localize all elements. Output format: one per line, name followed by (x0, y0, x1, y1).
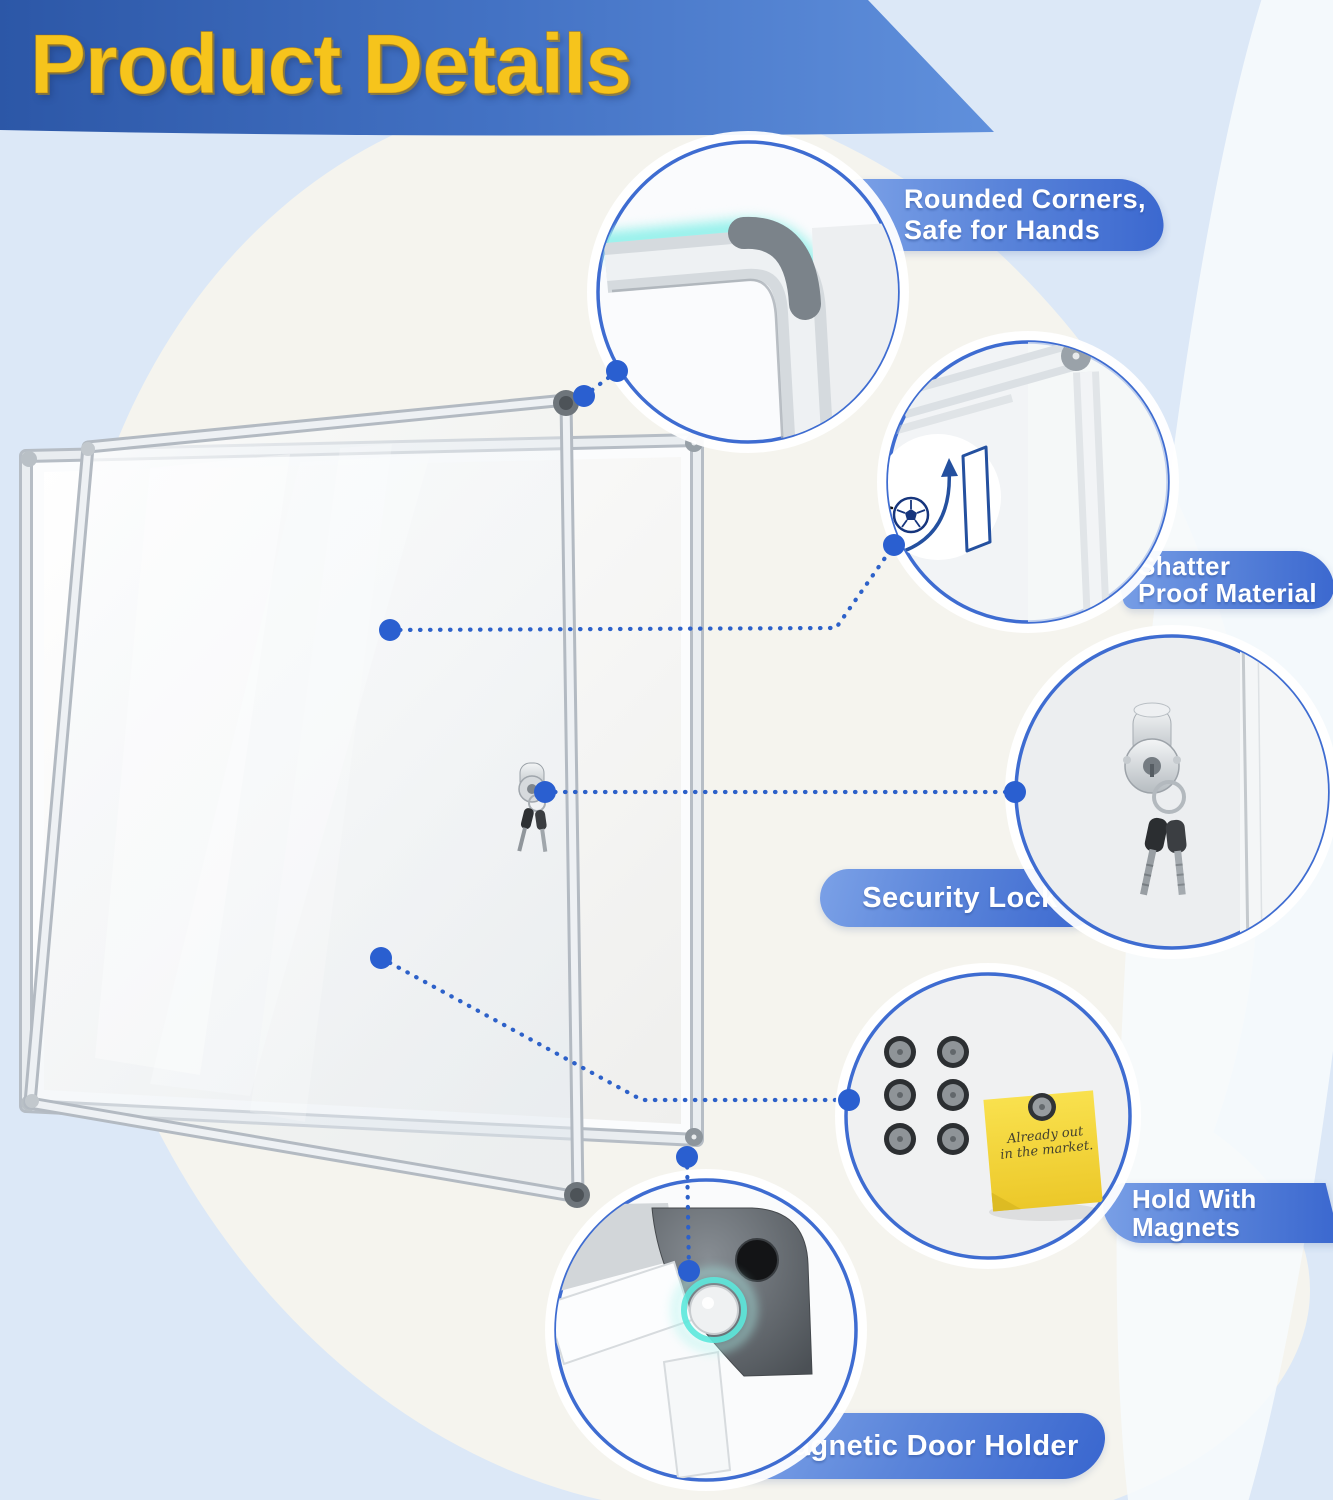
header-banner (0, 0, 994, 136)
corner-screw (691, 440, 697, 446)
callout-label-line: Safe for Hands (904, 215, 1101, 245)
callout-label-magnetic-door-holder: Magnetic Door Holder (744, 1413, 1104, 1479)
callout-label-line: Rounded Corners, (904, 184, 1146, 214)
corner-cap-inner (570, 1188, 584, 1202)
connector-line-hold-with-magnets (378, 955, 851, 1103)
hinge-cap-icon (81, 442, 95, 456)
key-icon (517, 808, 534, 852)
hinge-cap-icon (25, 1094, 39, 1108)
lock-keyhole (527, 784, 537, 794)
callout-label-line: Hold With (1132, 1184, 1257, 1214)
callout-label-shatter-proof: Shatter Proof Material (1118, 551, 1333, 609)
callout-label-rounded-corners: Rounded Corners, Safe for Hands (858, 179, 1162, 251)
callout-label-hold-with-magnets: Hold With Magnets (1104, 1183, 1333, 1243)
page-title: Product Details (29, 17, 632, 112)
corner-cap-inner (559, 396, 573, 410)
glass-sheen (250, 444, 392, 1122)
board-glass-door (23, 390, 590, 1208)
connector-line-shatter-proof (387, 542, 897, 633)
callout-label-line: Proof Material (1138, 578, 1317, 608)
corner-screw (691, 1134, 697, 1140)
callout-label-line: Magnets (1132, 1212, 1241, 1242)
callout-label-line: Security Lock (862, 882, 1058, 914)
header-banner-shape (0, 0, 994, 136)
callout-label-line: Shatter (1138, 551, 1231, 581)
glass-sheen (95, 454, 290, 1075)
corner-cap-icon (21, 451, 37, 467)
glass-pane (30, 400, 578, 1197)
callout-label-line: Magnetic Door Holder (769, 1430, 1079, 1462)
callout-label-security-lock: Security Lock (820, 869, 1100, 927)
key-icon (535, 809, 548, 852)
